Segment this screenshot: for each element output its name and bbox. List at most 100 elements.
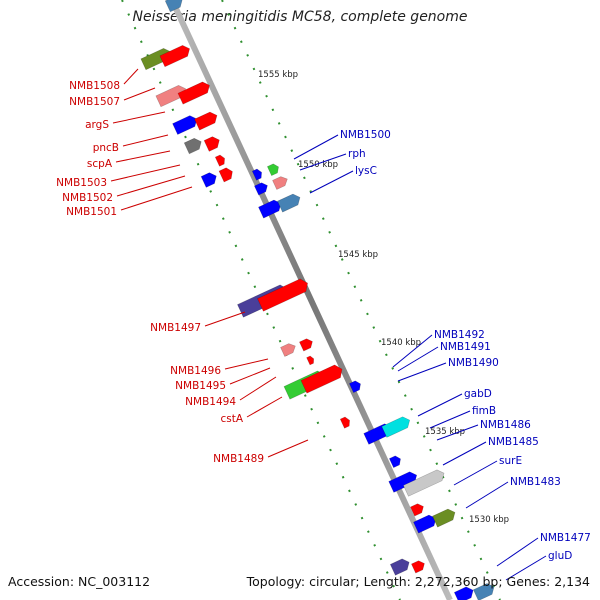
gene-arrow: [200, 172, 217, 188]
gene-arrow: [432, 508, 456, 528]
left-label-connector: [123, 68, 139, 85]
gene-arrow: [258, 199, 282, 219]
right-label-connector: [309, 170, 354, 194]
gene-arrow: [172, 115, 198, 135]
gene-label-right: lysC: [355, 165, 377, 177]
right-label-connector: [453, 460, 498, 486]
gene-arrow: [194, 111, 218, 131]
gene-arrow: [164, 0, 183, 13]
gene-arrow: [388, 471, 418, 493]
gene-arrow: [183, 137, 202, 155]
left-label-connector: [204, 311, 246, 327]
kbp-mark: 1530 kbp: [469, 515, 509, 525]
kbp-mark: 1540 kbp: [381, 338, 421, 348]
right-label-connector: [299, 153, 347, 171]
gene-arrow: [177, 81, 210, 105]
gene-label-right: NMB1483: [510, 476, 561, 488]
gene-arrow: [214, 154, 225, 167]
gene-arrow: [388, 455, 401, 469]
gene-label-right: NMB1485: [488, 436, 539, 448]
gene-label-left: NMB1494: [185, 396, 236, 408]
gene-label-right: surE: [499, 455, 522, 467]
kbp-mark: 1555 kbp: [258, 70, 298, 80]
gene-label-left: NMB1497: [150, 322, 201, 334]
kbp-mark: 1550 kbp: [298, 160, 338, 170]
gene-label-right: NMB1492: [434, 329, 485, 341]
gene-arrow: [300, 364, 343, 394]
right-label-connector: [429, 410, 471, 429]
gene-label-right: fimB: [472, 405, 496, 417]
left-label-connector: [224, 358, 269, 370]
gene-arrow: [266, 163, 279, 177]
gene-label-left: NMB1507: [69, 96, 120, 108]
gene-label-right: gluD: [548, 550, 572, 562]
gene-arrow: [218, 167, 233, 183]
gene-arrow: [272, 176, 288, 190]
accession-text: Accession: NC_003112: [8, 574, 151, 589]
gene-label-left: NMB1508: [69, 80, 120, 92]
gene-arrow: [473, 583, 495, 600]
right-label-connector: [505, 555, 547, 581]
gene-label-right: NMB1477: [540, 532, 591, 544]
gene-arrow: [389, 558, 410, 576]
left-label-connector: [267, 439, 309, 458]
left-label-connector: [112, 111, 166, 124]
gene-label-left: NMB1489: [213, 453, 264, 465]
kbp-mark: 1545 kbp: [338, 250, 378, 260]
gene-arrow: [203, 136, 220, 152]
left-label-connector: [246, 396, 283, 418]
gene-label-right: gabD: [464, 388, 492, 400]
left-label-connector: [229, 367, 271, 385]
left-label-connector: [123, 87, 156, 101]
outer-dotted-track: [221, 0, 501, 600]
left-label-connector: [110, 164, 181, 182]
genome-backbone: [169, 0, 453, 600]
right-label-connector: [442, 441, 487, 466]
gene-label-right: NMB1491: [440, 341, 491, 353]
left-label-connector: [120, 186, 193, 211]
gene-arrow: [257, 278, 308, 312]
gene-arrow: [254, 182, 268, 196]
right-label-connector: [465, 481, 509, 509]
gene-label-left: argS: [85, 119, 109, 131]
gene-arrow: [348, 380, 361, 394]
gene-label-left: NMB1503: [56, 177, 107, 189]
gene-arrow: [381, 416, 411, 438]
left-label-connector: [122, 134, 169, 147]
gene-arrow: [251, 168, 262, 181]
gene-arrow: [403, 469, 445, 497]
right-label-connector: [496, 537, 539, 567]
right-label-connector: [397, 346, 439, 372]
gene-label-left: NMB1495: [175, 380, 226, 392]
right-label-connector: [397, 362, 447, 382]
genome-summary-text: Topology: circular; Length: 2,272,360 bp…: [246, 574, 590, 589]
left-label-connector: [116, 175, 186, 197]
gene-arrow: [413, 514, 437, 534]
gene-label-left: NMB1501: [66, 206, 117, 218]
gene-label-right: NMB1500: [340, 129, 391, 141]
gene-arrow: [453, 586, 474, 600]
gene-label-left: cstA: [220, 413, 243, 425]
gene-arrow: [410, 503, 424, 517]
gene-label-left: scpA: [87, 158, 113, 170]
gene-label-left: pncB: [93, 142, 119, 154]
gene-arrow: [280, 343, 296, 357]
map-title: Neisseria meningitidis MC58, complete ge…: [132, 9, 468, 25]
gene-arrow: [306, 355, 315, 366]
gene-label-right: rph: [348, 148, 366, 160]
right-label-connector: [293, 134, 339, 160]
right-label-connector: [436, 424, 479, 441]
kbp-mark: 1535 kbp: [425, 427, 465, 437]
right-label-connector: [392, 334, 433, 368]
left-label-connector: [239, 376, 277, 401]
gene-label-left: NMB1502: [62, 192, 113, 204]
gene-label-right: NMB1486: [480, 419, 531, 431]
gene-label-left: NMB1496: [170, 365, 221, 377]
gene-label-right: NMB1490: [448, 357, 499, 369]
gene-arrow: [159, 45, 190, 68]
gene-arrow: [411, 560, 425, 574]
gene-arrow: [299, 338, 313, 352]
right-label-connector: [417, 393, 463, 417]
gene-arrow: [277, 193, 301, 213]
